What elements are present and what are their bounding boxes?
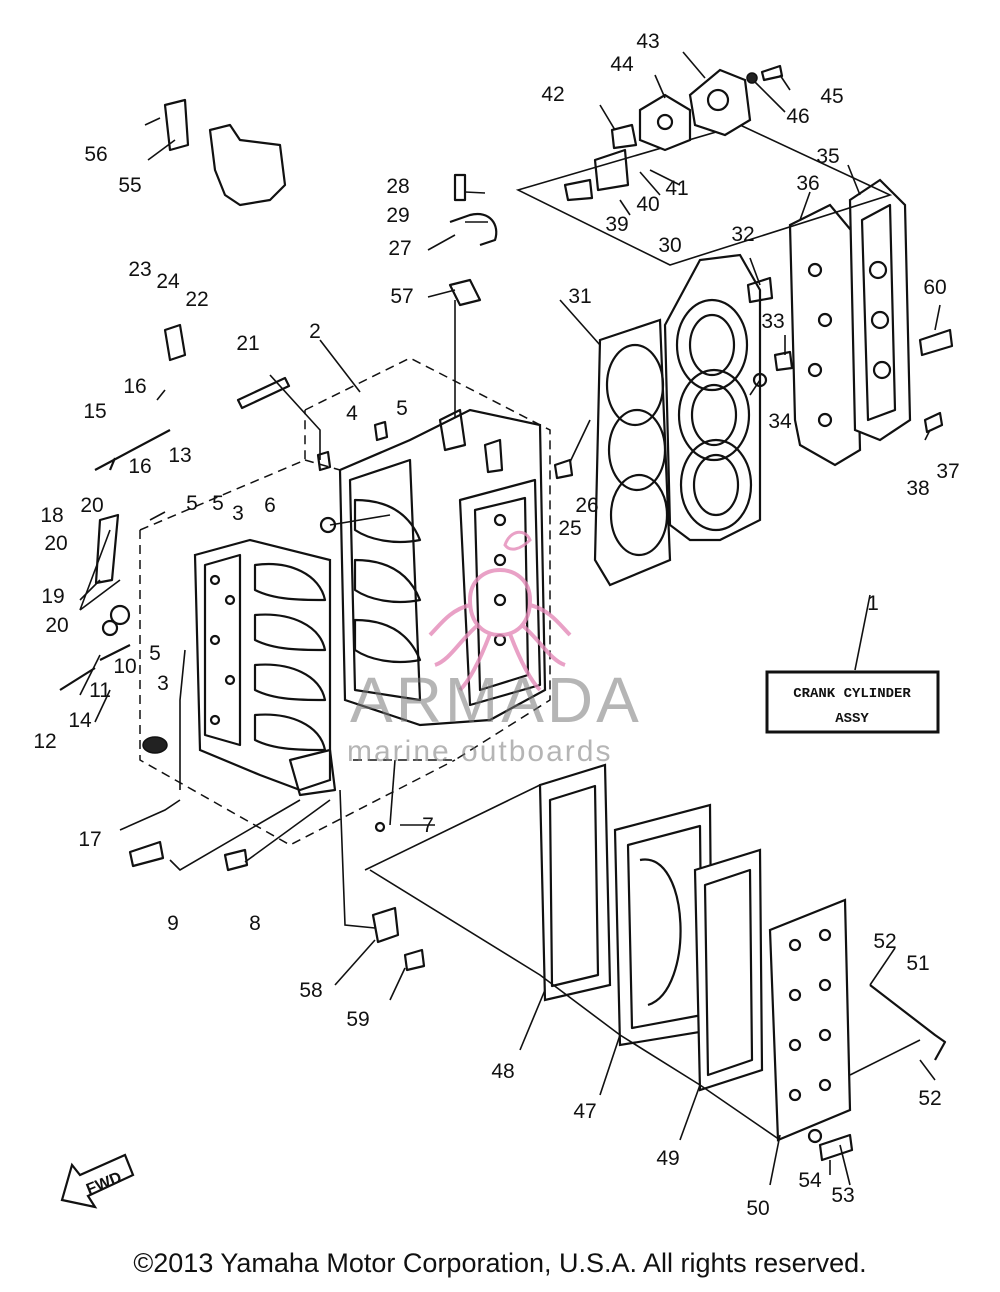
callout-10: 10: [113, 655, 136, 678]
callout-39: 39: [605, 213, 628, 236]
callout-9: 9: [167, 912, 179, 935]
watermark-brand: ARMADA: [350, 664, 642, 736]
callout-17: 17: [78, 828, 101, 851]
callout-44: 44: [610, 53, 634, 76]
callout-29: 29: [386, 204, 409, 227]
callout-21: 21: [236, 332, 259, 355]
callout-52: 52: [918, 1087, 941, 1110]
exhaust-cover-assembly: [538, 763, 947, 1142]
callout-48: 48: [491, 1060, 514, 1083]
callout-60: 60: [923, 276, 946, 299]
callout-58: 58: [299, 979, 322, 1002]
callout-19: 19: [41, 585, 64, 608]
callout-5: 5: [212, 492, 224, 515]
callout-36: 36: [796, 172, 819, 195]
fwd-arrow: FWD: [60, 1153, 135, 1209]
callout-20: 20: [45, 614, 68, 637]
thermostat-group: [515, 64, 893, 266]
callout-59: 59: [346, 1008, 369, 1031]
assembly-label-box: CRANK CYLINDER ASSY: [765, 670, 940, 734]
callout-5: 5: [396, 397, 408, 420]
assembly-label-line1: CRANK CYLINDER: [793, 686, 911, 702]
callout-11: 11: [89, 679, 111, 702]
callout-57: 57: [390, 285, 413, 308]
callout-38: 38: [906, 477, 929, 500]
callout-28: 28: [386, 175, 409, 198]
callout-31: 31: [568, 285, 591, 308]
crankcase-half: [193, 538, 337, 797]
head-cover-gasket: [788, 203, 862, 467]
callout-4: 4: [346, 402, 358, 425]
callout-7: 7: [422, 814, 434, 837]
armada-watermark: ARMADA marine outboards: [347, 530, 642, 768]
callout-13: 13: [168, 444, 191, 467]
callout-51: 51: [906, 952, 929, 975]
cylinder-head: [663, 253, 762, 542]
leader-lines: [79, 51, 941, 1186]
callout-54: 54: [798, 1169, 822, 1192]
watermark-tagline: marine outboards: [347, 735, 612, 768]
head-cover: [848, 178, 912, 442]
callout-34: 34: [768, 410, 792, 433]
callout-46: 46: [786, 105, 809, 128]
callout-37: 37: [936, 460, 959, 483]
callout-5: 5: [186, 492, 198, 515]
callout-5: 5: [149, 642, 161, 665]
callout-52: 52: [873, 930, 896, 953]
head-gasket: [593, 318, 672, 587]
callout-33: 33: [761, 310, 784, 333]
octopus-logo: [428, 530, 572, 692]
assembly-dashed-outline: [139, 357, 551, 846]
callout-45: 45: [820, 85, 843, 108]
callout-30: 30: [658, 234, 681, 257]
callout-2: 2: [309, 320, 321, 343]
callout-42: 42: [541, 83, 564, 106]
callout-49: 49: [656, 1147, 679, 1170]
callout-20: 20: [80, 494, 103, 517]
callout-12: 12: [33, 730, 56, 753]
callout-55: 55: [118, 174, 141, 197]
callout-22: 22: [185, 288, 208, 311]
small-hardware: [59, 173, 954, 1162]
callout-24: 24: [156, 270, 180, 293]
callout-20: 20: [44, 532, 67, 555]
callout-6: 6: [264, 494, 276, 517]
callout-1: 1: [867, 592, 879, 615]
callout-23: 23: [128, 258, 151, 281]
callout-50: 50: [746, 1197, 769, 1220]
callout-25: 25: [558, 517, 581, 540]
callout-15: 15: [83, 400, 106, 423]
callout-56: 56: [84, 143, 107, 166]
callout-53: 53: [831, 1184, 854, 1207]
callout-35: 35: [816, 145, 839, 168]
callout-18: 18: [40, 504, 63, 527]
callout-16: 16: [128, 455, 151, 478]
callout-3: 3: [157, 672, 169, 695]
callout-8: 8: [249, 912, 261, 935]
callout-40: 40: [636, 193, 659, 216]
copyright-notice: ©2013 Yamaha Motor Corporation, U.S.A. A…: [133, 1248, 867, 1278]
top-bracket-plate: [163, 98, 287, 207]
callout-32: 32: [731, 223, 754, 246]
callout-16: 16: [123, 375, 146, 398]
callout-27: 27: [388, 237, 411, 260]
assembly-label-line2: ASSY: [835, 711, 869, 727]
callout-47: 47: [573, 1100, 596, 1123]
callout-3: 3: [232, 502, 244, 525]
callout-26: 26: [575, 494, 598, 517]
callout-41: 41: [665, 177, 688, 200]
callout-14: 14: [68, 709, 92, 732]
callout-43: 43: [636, 30, 659, 53]
